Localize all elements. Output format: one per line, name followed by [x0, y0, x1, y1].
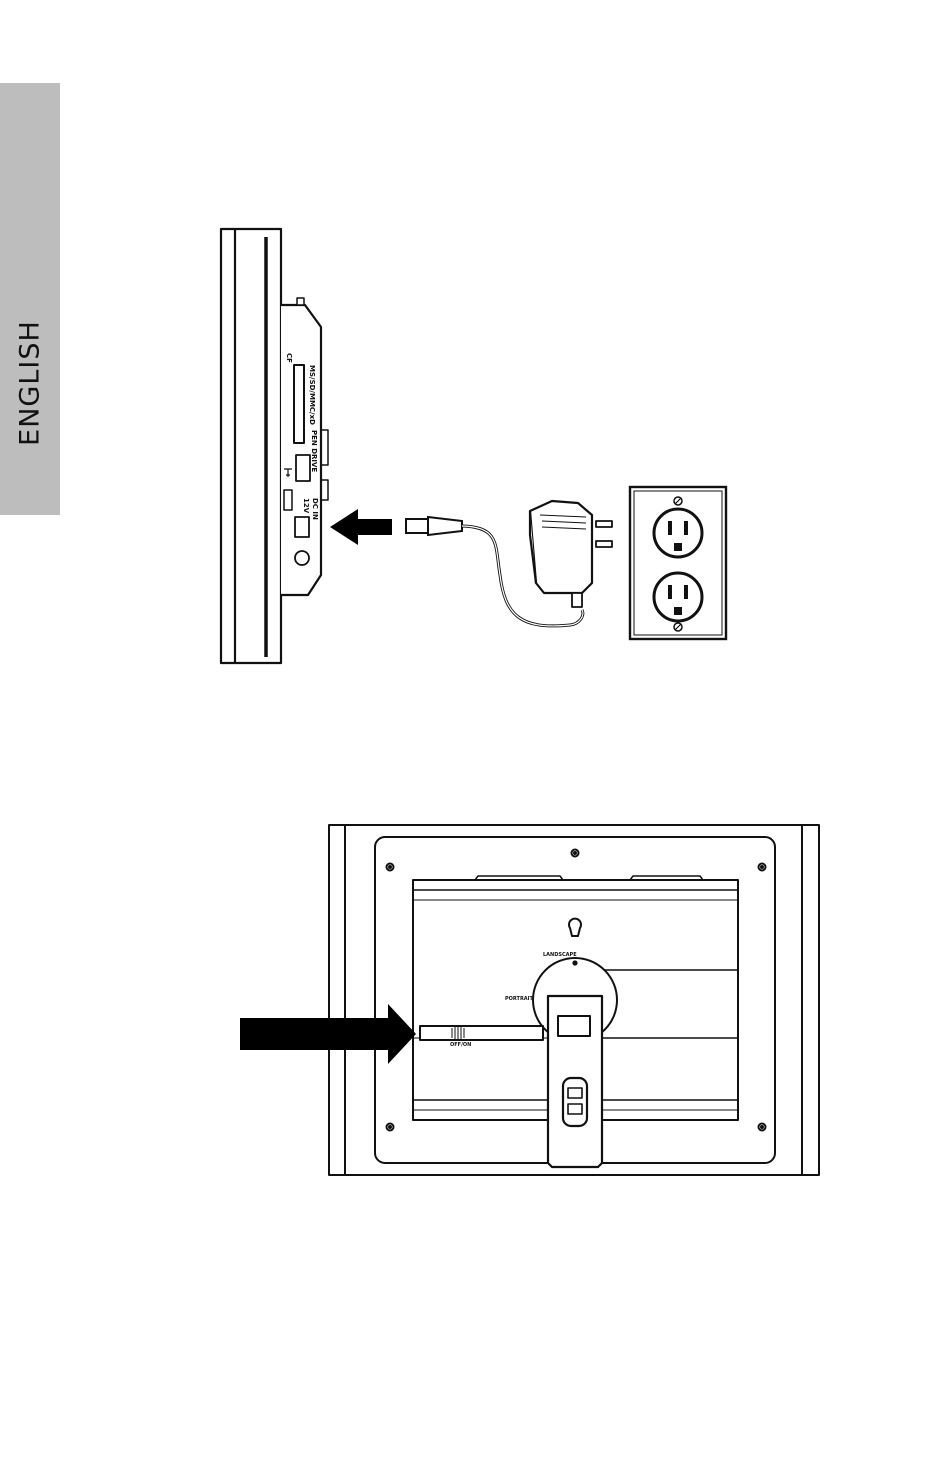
- on-off-switch-label: OFF/ON: [450, 1042, 471, 1048]
- landscape-label: LANDSCAPE: [543, 952, 577, 958]
- plug-in-arrow: [330, 509, 392, 545]
- power-connection-illustration: CF MS/SD/MMC/xD PEN DRIVE DC IN 12V: [200, 215, 760, 685]
- frame-back-view: [329, 825, 819, 1175]
- frame-back-illustration: LANDSCAPE PORTRAIT OFF/ON: [230, 810, 830, 1200]
- ms-sd-slot-label: MS/SD/MMC/xD: [308, 365, 316, 425]
- dc-in-label: DC IN: [311, 498, 319, 520]
- pen-drive-label: PEN DRIVE: [310, 430, 318, 472]
- ac-adapter: [530, 501, 612, 607]
- cf-slot-label: CF: [285, 353, 293, 363]
- wall-outlet: [630, 487, 726, 639]
- language-tab: ENGLISH: [0, 83, 60, 515]
- volts-label: 12V: [302, 498, 310, 514]
- language-label: ENGLISH: [15, 320, 46, 446]
- dc-plug: [406, 517, 462, 535]
- portrait-label: PORTRAIT: [505, 996, 534, 1002]
